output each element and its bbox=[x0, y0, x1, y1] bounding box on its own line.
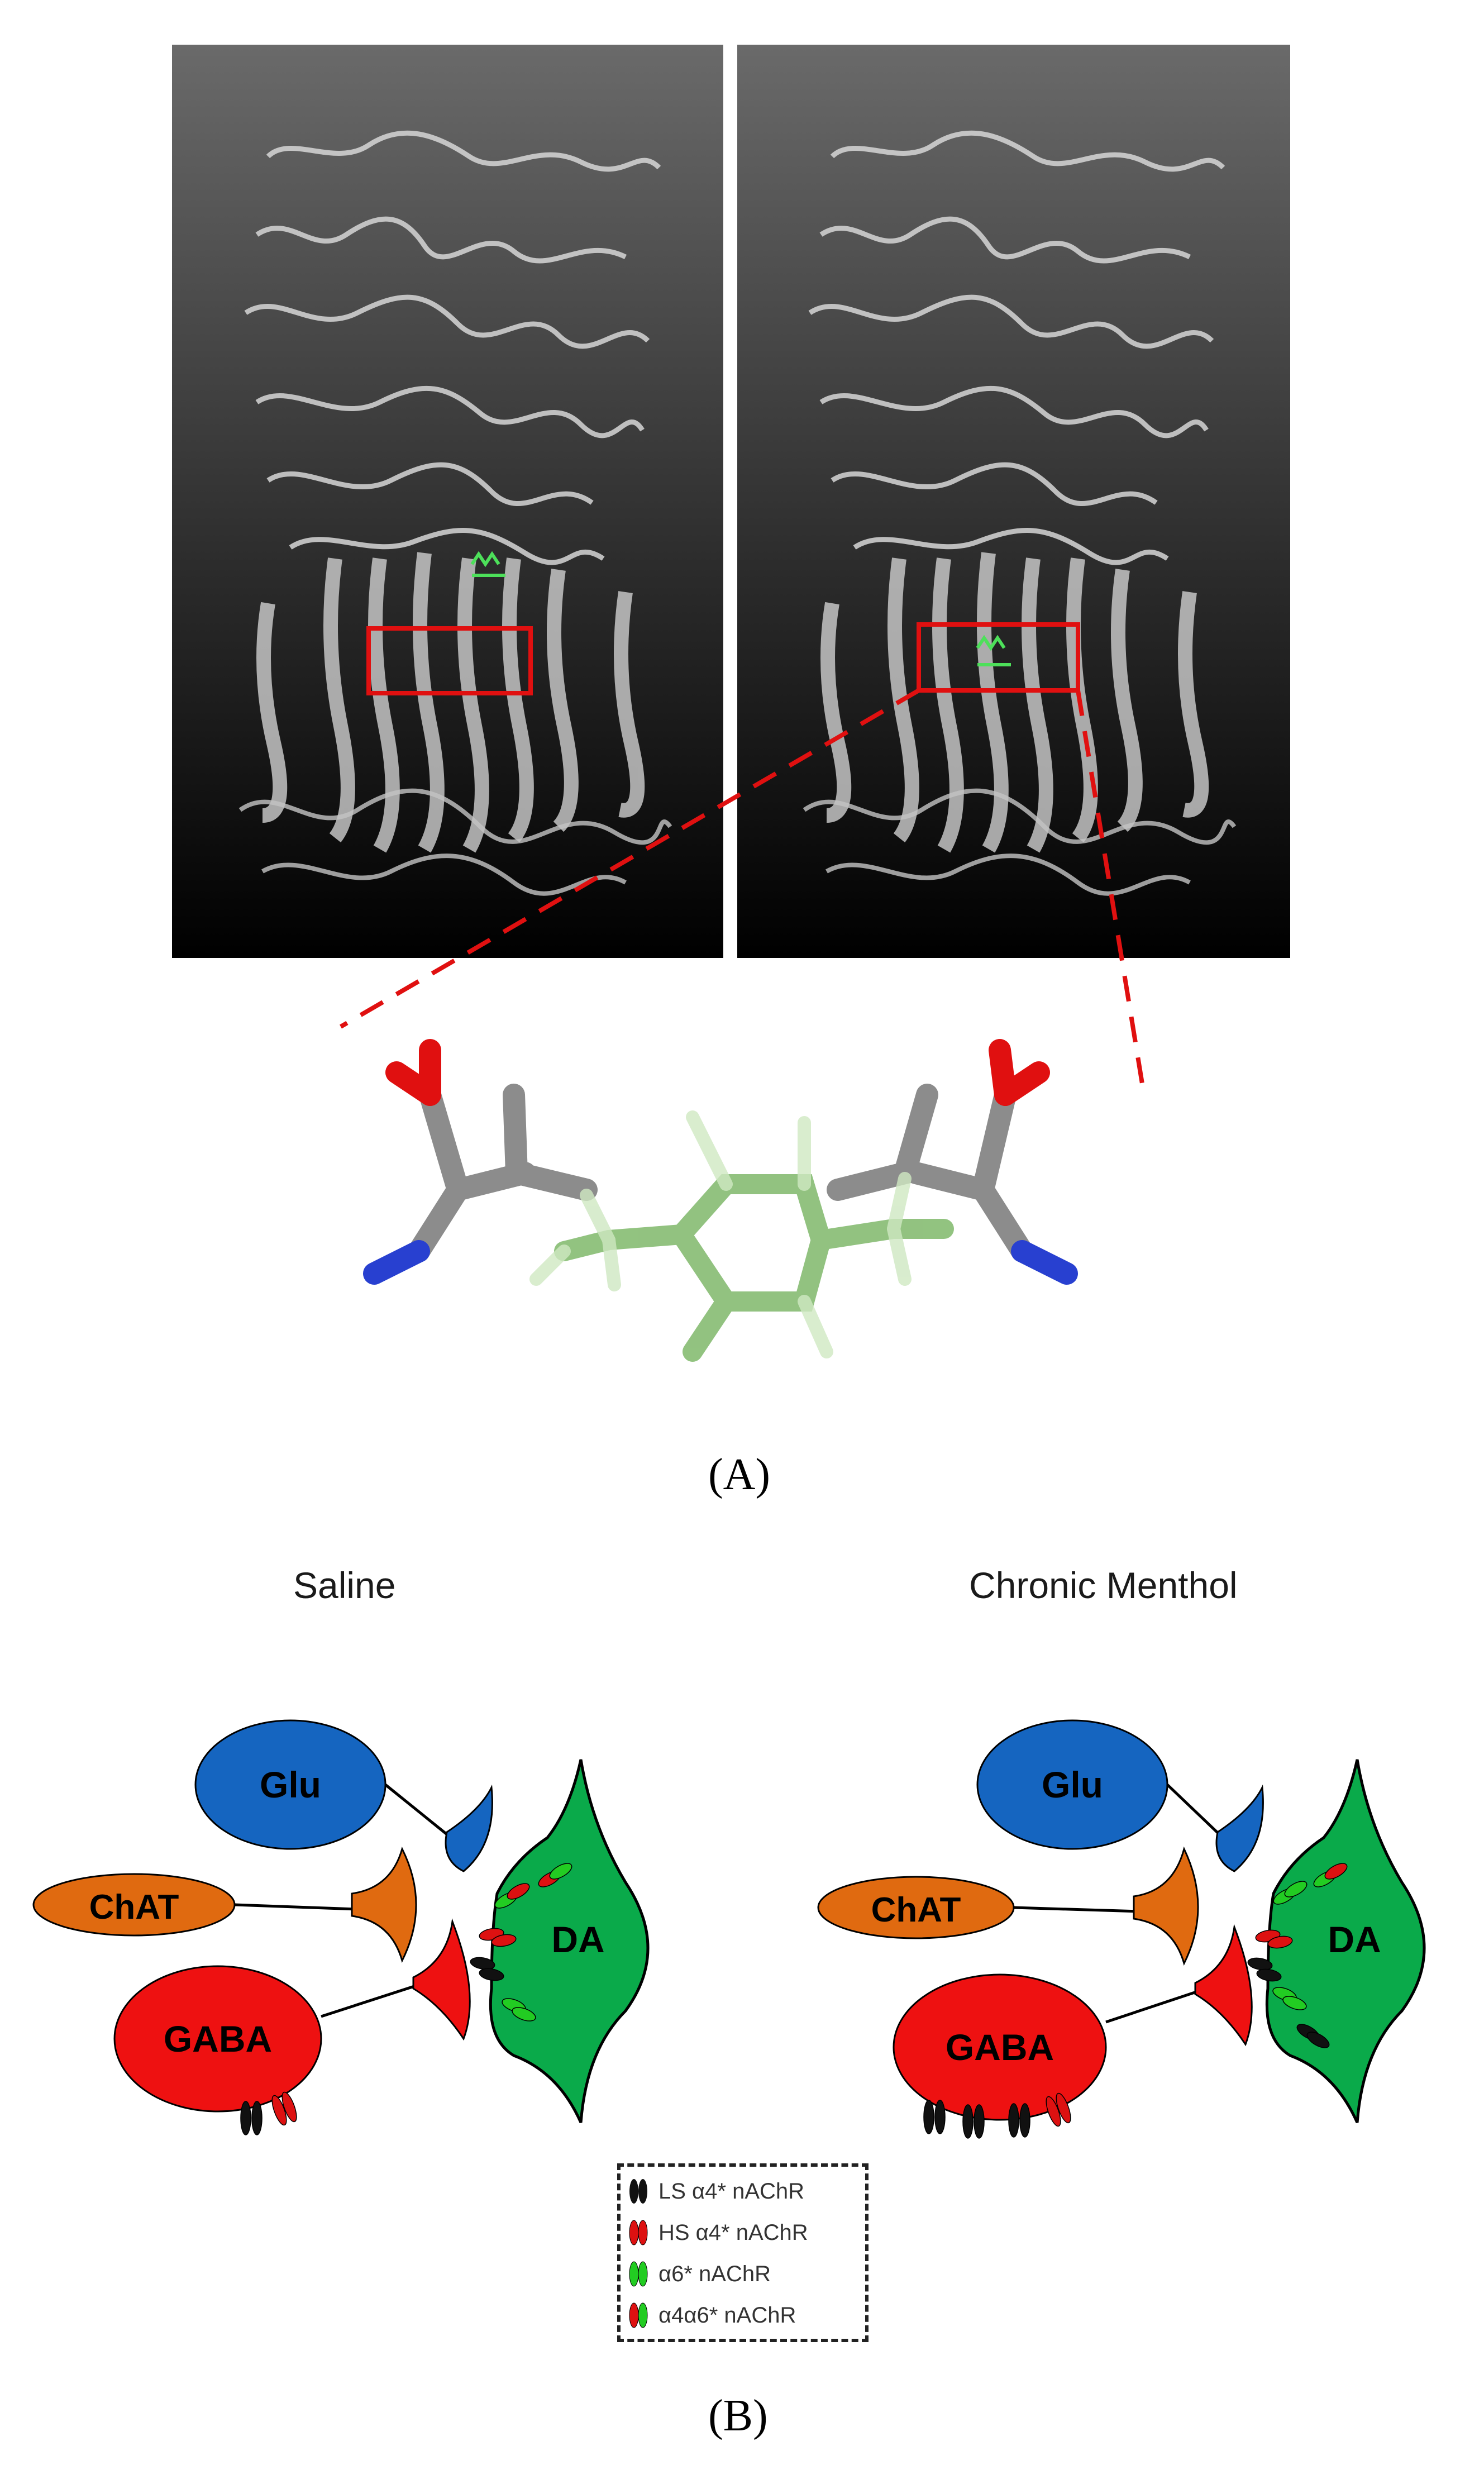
gaba-neuron-menthol bbox=[893, 1973, 1107, 2121]
legend-item-a4a6: α4α6* nAChR bbox=[627, 2299, 796, 2332]
chat-label-menthol: ChAT bbox=[871, 1891, 961, 1929]
structure-view-left bbox=[172, 45, 723, 958]
highlight-box-right bbox=[917, 622, 1080, 693]
da-label-menthol: DA bbox=[1328, 1919, 1381, 1960]
highlight-box-left bbox=[366, 626, 533, 695]
protein-structure-panel bbox=[172, 45, 1290, 1362]
circuit-chronic-menthol: Glu ChAT GABA DA bbox=[817, 1719, 1426, 2139]
a4a6-receptor-icon bbox=[629, 2302, 648, 2328]
gaba-label-menthol: GABA bbox=[946, 2027, 1054, 2068]
receptors-chronic-menthol bbox=[923, 1863, 1348, 2139]
glu-label-menthol: Glu bbox=[1042, 1764, 1103, 1805]
circuit-saline: Glu ChAT GABA DA bbox=[32, 1719, 650, 2135]
gaba-label-saline: GABA bbox=[164, 2018, 272, 2059]
legend-label: LS α4* nAChR bbox=[659, 2178, 805, 2204]
legend-label: HS α4* nAChR bbox=[659, 2220, 808, 2245]
structure-view-right bbox=[737, 45, 1290, 958]
legend-item-ls-a4: LS α4* nAChR bbox=[627, 2175, 804, 2208]
a6-receptor-icon bbox=[629, 2261, 648, 2287]
legend-label: α6* nAChR bbox=[659, 2261, 771, 2286]
hs-a4-receptor-icon bbox=[629, 2220, 648, 2245]
legend-item-a6: α6* nAChR bbox=[627, 2257, 771, 2291]
receptors-saline bbox=[240, 1863, 572, 2135]
panel-a-label: (A) bbox=[708, 1450, 771, 1499]
circuit-diagram: Glu ChAT GABA DA bbox=[32, 1719, 1426, 2139]
gaba-neuron-saline bbox=[113, 1965, 322, 2113]
legend-item-hs-a4: HS α4* nAChR bbox=[627, 2216, 808, 2249]
da-neuron-saline bbox=[489, 1759, 650, 2124]
condition-title-saline: Saline bbox=[293, 1565, 396, 1606]
binding-site-stick-model bbox=[363, 1039, 1078, 1362]
ls-a4-receptor-icon bbox=[629, 2179, 647, 2204]
condition-title-chronic-menthol: Chronic Menthol bbox=[969, 1565, 1238, 1606]
receptor-legend: LS α4* nAChR HS α4* nAChR α6* nAChR α4α6… bbox=[617, 2163, 869, 2342]
chat-label-saline: ChAT bbox=[89, 1888, 179, 1927]
da-label-saline: DA bbox=[551, 1919, 604, 1960]
glu-label-saline: Glu bbox=[260, 1764, 321, 1805]
panel-b-label: (B) bbox=[708, 2391, 768, 2440]
legend-label: α4α6* nAChR bbox=[659, 2302, 796, 2328]
